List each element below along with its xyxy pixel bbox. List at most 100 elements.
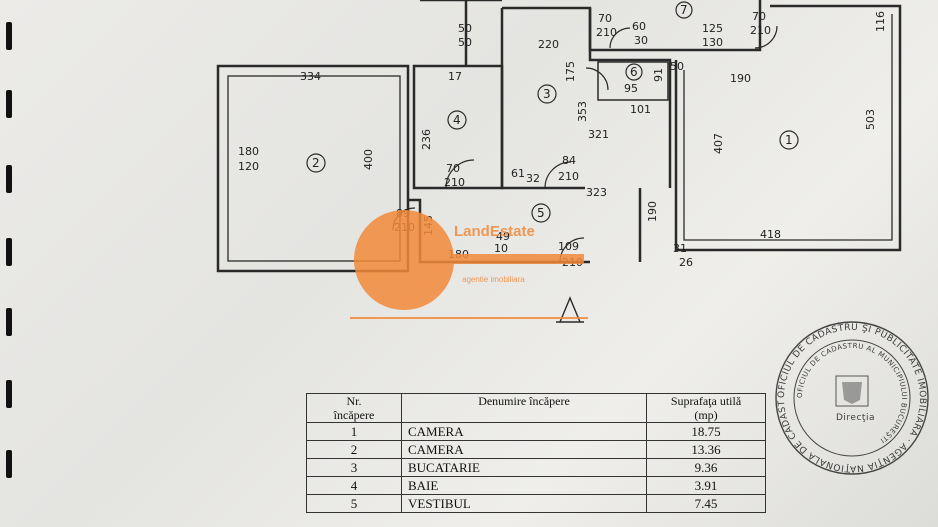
- cell-nr: 3: [306, 458, 402, 477]
- stamp-outer-ring: [775, 321, 929, 475]
- binder-hole-mark: [6, 22, 12, 50]
- dimension-label: 95: [624, 82, 638, 95]
- dimension-label: 50: [670, 60, 684, 73]
- cell-name: VESTIBUL: [401, 494, 647, 513]
- dimension-label: 130: [702, 36, 723, 49]
- dimension-label: 210: [750, 24, 771, 37]
- dimension-label: 116: [874, 11, 887, 32]
- dimension-label: 175: [564, 61, 577, 82]
- cell-name: CAMERA: [401, 422, 647, 441]
- stamp-center-text: Direcţia: [836, 413, 875, 423]
- dimension-label: 50: [458, 22, 472, 35]
- cell-name: CAMERA: [401, 440, 647, 459]
- dimension-label: 60: [632, 20, 646, 33]
- cell-area: 18.75: [646, 422, 766, 441]
- stamp-inner-ring: [793, 339, 911, 457]
- room-7-outline: [588, 0, 762, 52]
- dimension-label: 70: [446, 162, 460, 175]
- room-3-wall: [502, 6, 672, 188]
- dimension-label: 91: [652, 68, 665, 82]
- dimension-label: 210: [558, 170, 579, 183]
- cell-nr: 5: [306, 494, 402, 513]
- dimension-label: 418: [760, 228, 781, 241]
- room-3-wall: [500, 8, 585, 190]
- dimension-label: 220: [538, 38, 559, 51]
- dimension-label: 353: [576, 101, 589, 122]
- binder-hole-mark: [6, 90, 12, 118]
- dimension-label: 323: [586, 186, 607, 199]
- room-2-inner-outline: [227, 75, 401, 262]
- dimension-label: 236: [420, 129, 433, 150]
- door-swing-arc: [754, 25, 778, 49]
- watermark-logo: LandEstate agentie imobiliara: [350, 210, 588, 319]
- room-number: 7: [680, 3, 688, 17]
- dimension-label: 503: [864, 109, 877, 130]
- cell-area: 13.36: [646, 440, 766, 459]
- cell-nr: 1: [306, 422, 402, 441]
- binder-hole-mark: [6, 308, 12, 336]
- dimension-label: 120: [238, 160, 259, 173]
- column-header-area: Suprafaţa utilă (mp): [646, 393, 766, 423]
- dimension-label: 30: [634, 34, 648, 47]
- door-swing-arc: [445, 159, 475, 189]
- coat-of-arms-shield-icon: [842, 382, 862, 404]
- cell-area: 9.36: [646, 458, 766, 477]
- cell-nr: 2: [306, 440, 402, 459]
- table-header-row: Nr. încăpere Denumire încăpere Suprafaţa…: [306, 393, 766, 423]
- coat-of-arms-icon: [835, 375, 869, 407]
- binder-hole-mark: [6, 380, 12, 408]
- dimension-label: 49: [496, 230, 510, 243]
- dimension-label: 407: [712, 133, 725, 154]
- table-row: 5 VESTIBUL 7.45: [306, 494, 766, 513]
- room-number-circle: [675, 1, 693, 19]
- binder-hole-mark: [6, 450, 12, 478]
- cell-area: 3.91: [646, 476, 766, 495]
- dimension-label: 70: [598, 12, 612, 25]
- dimension-label: 101: [630, 103, 651, 116]
- column-header-nr: Nr. încăpere: [306, 393, 402, 423]
- room-number-circle: [531, 203, 551, 223]
- watermark-key-bar: [404, 254, 584, 264]
- room-number-circle: [306, 153, 326, 173]
- room-6-outline: [597, 61, 669, 101]
- dimension-label: 10: [494, 242, 508, 255]
- room-number-circle: [779, 130, 799, 150]
- binder-hole-mark: [6, 165, 12, 193]
- dimension-label: 190: [730, 72, 751, 85]
- column-header-name: Denumire încăpere: [401, 393, 647, 423]
- room-number-circle: [537, 84, 557, 104]
- room-number: 1: [785, 133, 793, 147]
- dimension-label: 180: [238, 145, 259, 158]
- table-row: 2 CAMERA 13.36: [306, 440, 766, 459]
- room-number: 2: [312, 156, 320, 170]
- north-arrow-head: [559, 296, 581, 323]
- room-number: 4: [453, 113, 461, 127]
- dimension-label: 17: [448, 70, 462, 83]
- cell-name: BAIE: [401, 476, 647, 495]
- cell-nr: 4: [306, 476, 402, 495]
- north-arrow: [556, 296, 584, 323]
- dimension-label: 50: [458, 36, 472, 49]
- dimension-label: 210: [596, 26, 617, 39]
- dimension-label: 31: [673, 242, 687, 255]
- rooms-table: Nr. încăpere Denumire încăpere Suprafaţa…: [306, 393, 766, 513]
- door-swing-arc: [544, 161, 572, 189]
- cell-area: 7.45: [646, 494, 766, 513]
- door-swing-arc: [585, 67, 609, 91]
- room-number-circle: [625, 63, 643, 81]
- official-stamp: OFICIUL DE CADASTRU ŞI PUBLICITATE IMOBI…: [772, 318, 929, 475]
- cell-name: BUCATARIE: [401, 458, 647, 477]
- dimension-label: 61: [511, 167, 525, 180]
- table-row: 1 CAMERA 18.75: [306, 422, 766, 441]
- watermark-tagline: agentie imobiliara: [462, 275, 525, 284]
- room-2-outline: [216, 64, 410, 273]
- dimension-label: 32: [526, 172, 540, 185]
- room-1-outline: [674, 4, 902, 252]
- dimension-label: 210: [444, 176, 465, 189]
- room-numbers: 1 2 3 4 5 6 7: [312, 3, 793, 220]
- dimension-label: 321: [588, 128, 609, 141]
- dimension-label: 84: [562, 154, 576, 167]
- plan-walls: [216, 0, 902, 273]
- dimension-label: 109: [558, 240, 579, 253]
